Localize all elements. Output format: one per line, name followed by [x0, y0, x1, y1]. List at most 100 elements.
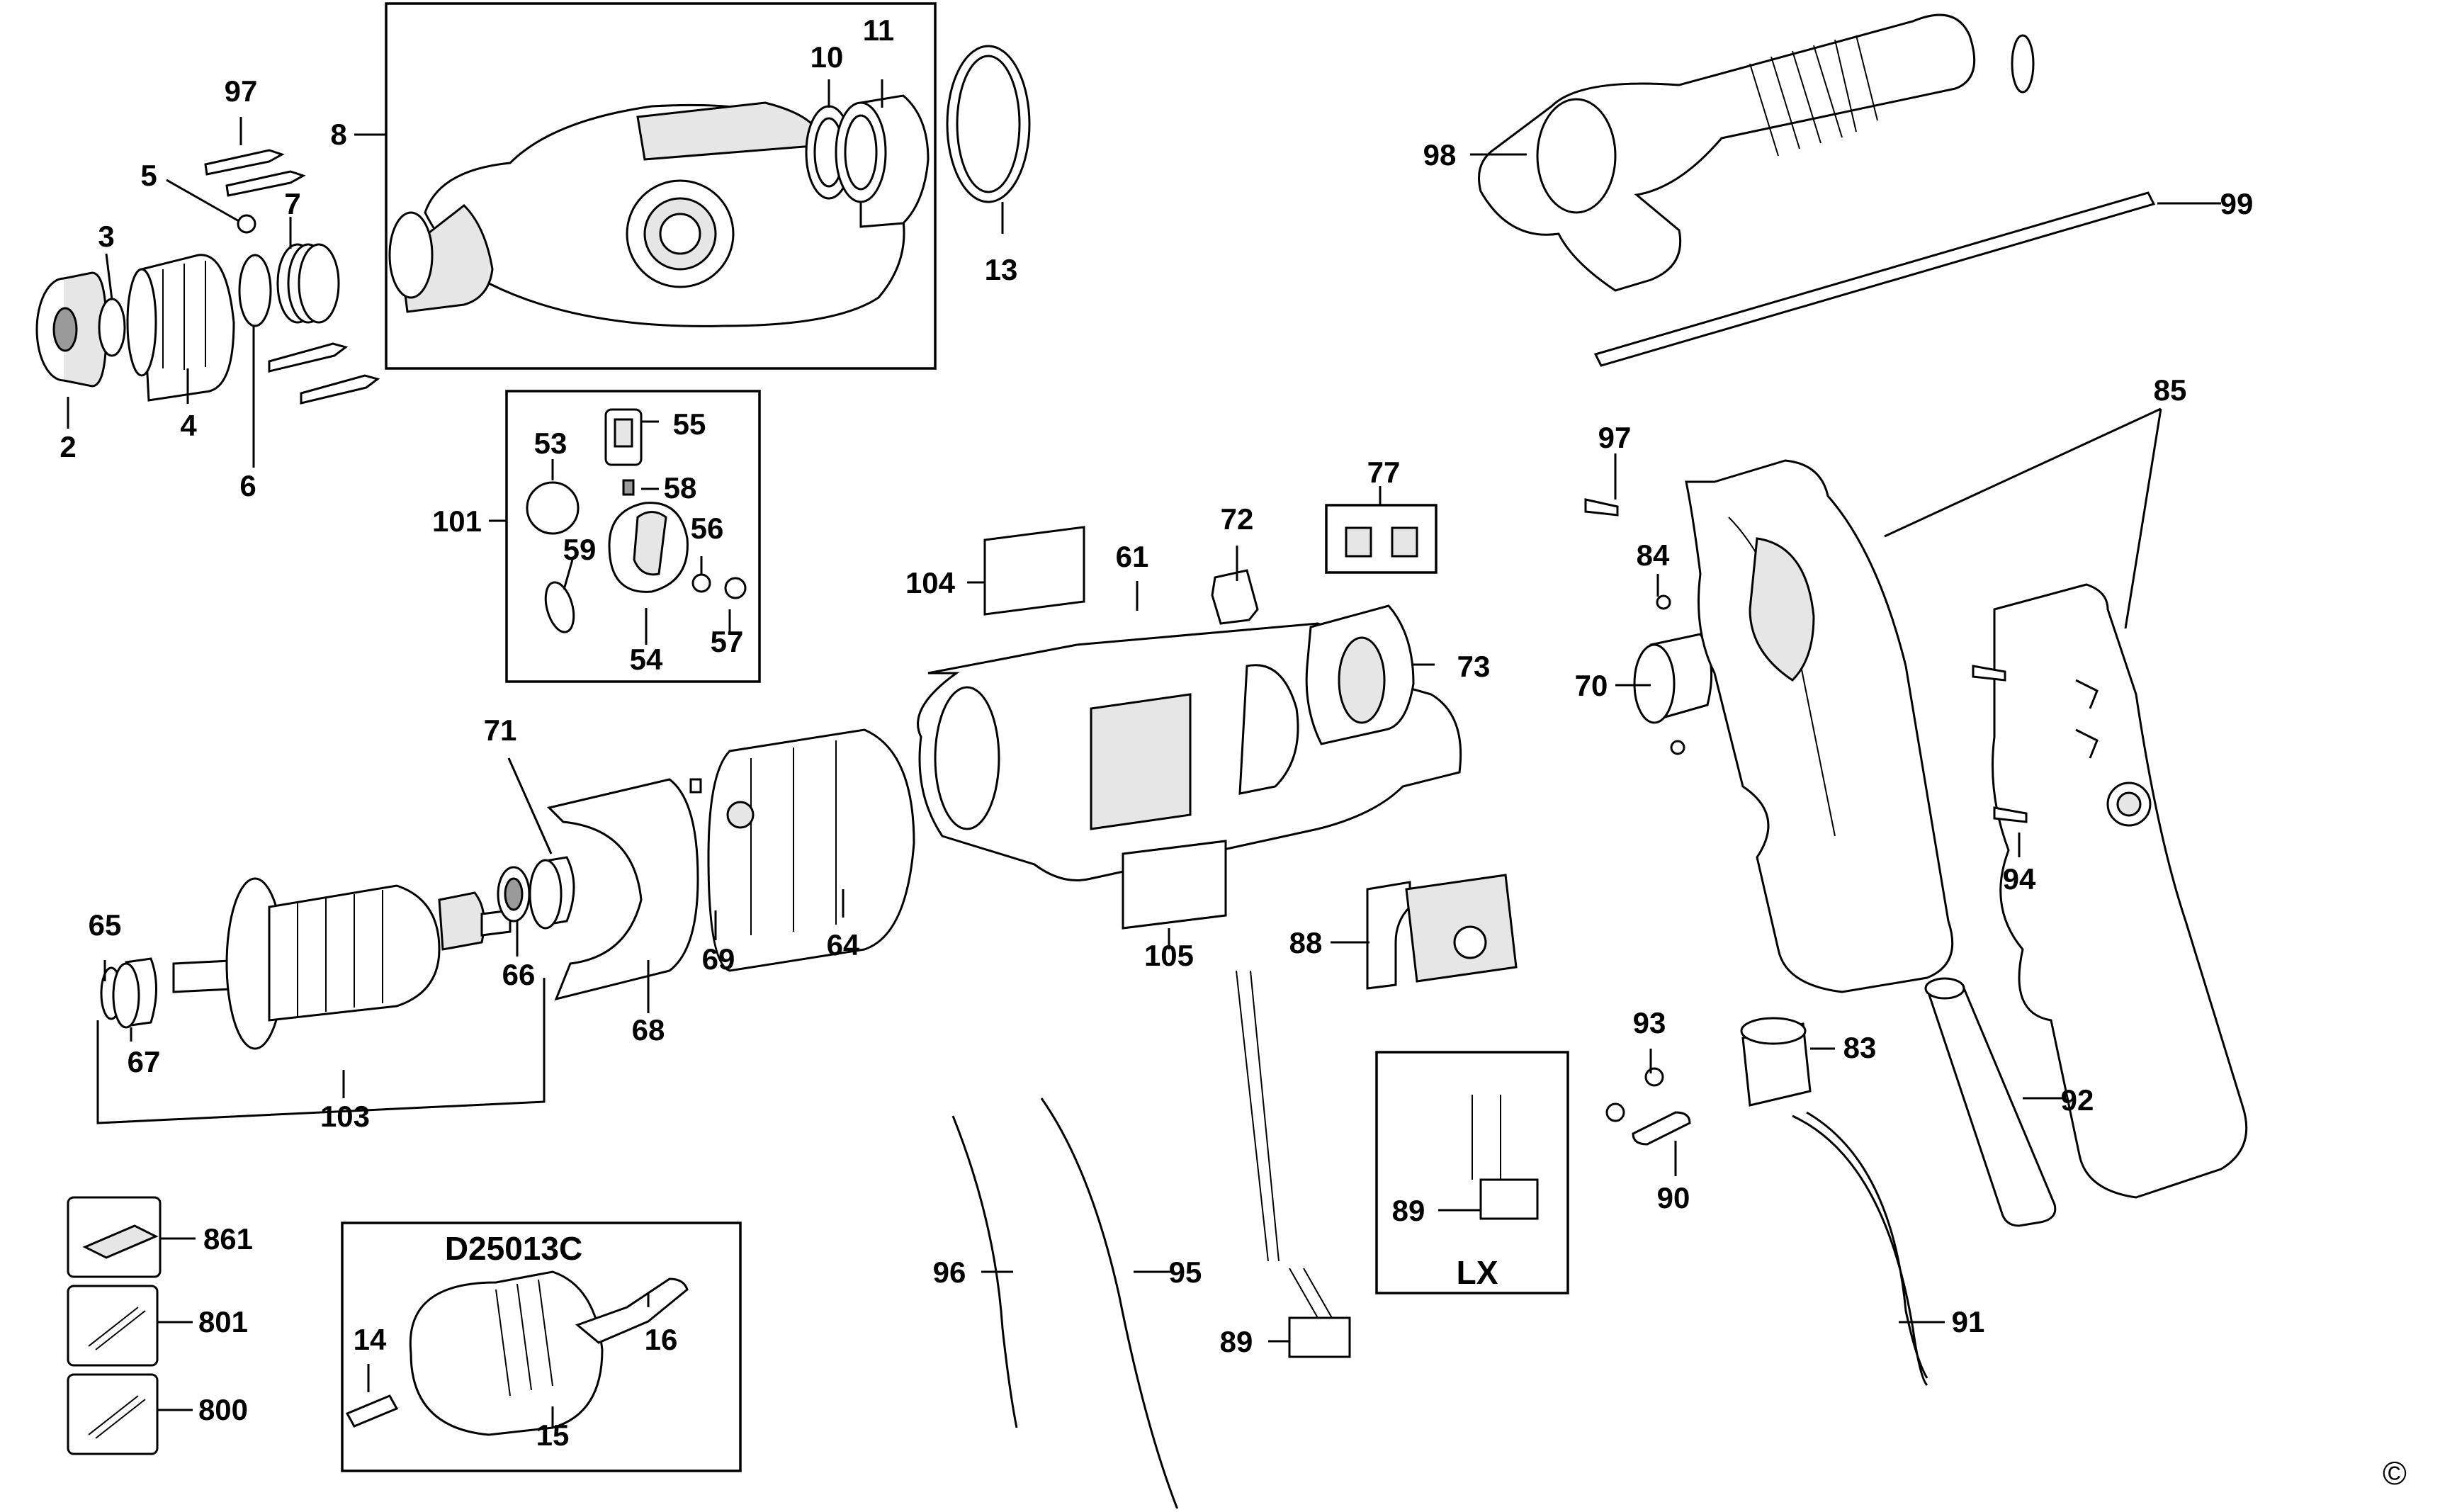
field-64: [707, 728, 915, 972]
cord-guard-92: [1924, 977, 2057, 1227]
ring-71: [529, 856, 575, 930]
label-7: 7: [284, 187, 300, 220]
handle-housing-85-right: [1992, 583, 2248, 1199]
label-104: [983, 526, 1085, 616]
front-parts-group: [35, 149, 380, 405]
screw-97-top: [204, 149, 306, 197]
label-70: 70: [1575, 669, 1608, 702]
label-11: 11: [863, 13, 894, 47]
gear-housing-8: [388, 101, 905, 327]
label-3: 3: [98, 220, 114, 253]
label-54: 54: [630, 643, 663, 676]
box-switch-group: [505, 390, 761, 683]
label-72: 72: [1221, 502, 1254, 536]
armature-group: [96, 856, 575, 1124]
lead-95: [1040, 1098, 1180, 1512]
label-801: 801: [198, 1305, 248, 1338]
leader-lines: [67, 79, 2221, 1428]
kit-800: [67, 1373, 159, 1455]
brush-77-a: [1345, 526, 1372, 558]
capacitor-89-lx: [1472, 1095, 1539, 1220]
power-cord-91: [1792, 1111, 1928, 1387]
label-89: 89: [1220, 1325, 1253, 1358]
label-85: 85: [2154, 373, 2187, 407]
box-lx: [1375, 1051, 1569, 1294]
screw-57: [724, 577, 747, 599]
label-93: 93: [1633, 1006, 1666, 1039]
label-56: 56: [691, 512, 724, 545]
box-chuck-kit: [341, 1222, 742, 1472]
switch-88: [1366, 874, 1518, 990]
label-97-rear: 97: [1598, 421, 1632, 454]
seal-59: [544, 581, 575, 633]
label-16: 16: [645, 1323, 678, 1356]
brush-holder-73: [1305, 604, 1415, 745]
label-73: 73: [1457, 650, 1491, 683]
label-lx: LX: [1457, 1254, 1498, 1291]
screw-97-rear: [1584, 498, 1619, 517]
label-14: 14: [354, 1323, 387, 1356]
label-66: 66: [502, 958, 536, 991]
selector-54: [608, 502, 689, 593]
label-65: 65: [89, 908, 122, 942]
label-103: 103: [320, 1100, 370, 1133]
label-105: 105: [1144, 939, 1194, 972]
label-89-lx: 89: [1392, 1194, 1425, 1227]
label-53: 53: [534, 427, 567, 460]
bearing-66: [497, 866, 531, 923]
label-58: 58: [664, 471, 697, 504]
screw-14: [345, 1394, 399, 1428]
label-95: 95: [1169, 1256, 1202, 1289]
label-91: 91: [1952, 1305, 1985, 1338]
screw-94-top: [1972, 665, 2006, 682]
label-64: 64: [827, 928, 860, 961]
label-2: 2: [60, 430, 76, 463]
bearing-67: [112, 957, 157, 1029]
chuck-15: [409, 1270, 604, 1436]
label-800: 800: [198, 1393, 248, 1426]
spring-58: [622, 479, 635, 496]
sleeve-11: [835, 94, 930, 228]
label-84: 84: [1637, 538, 1670, 572]
fan-baffle-68: [547, 778, 699, 1001]
label-10: 10: [810, 40, 844, 74]
spring-7: [276, 243, 340, 324]
label-99: 99: [2220, 187, 2254, 220]
box-brushes: [1325, 504, 1438, 574]
label-71: 71: [484, 713, 517, 747]
screw-84: [1656, 594, 1671, 610]
o-ring-13: [946, 45, 1031, 203]
cap-2: [35, 271, 108, 388]
label-101: 101: [432, 504, 482, 538]
pin-69-top: [689, 778, 702, 794]
adaptor-16: [575, 1277, 689, 1344]
label-98: 98: [1423, 138, 1457, 171]
label-90: 90: [1657, 1181, 1690, 1214]
knob-55: [604, 408, 643, 466]
screw-93-b: [1605, 1102, 1625, 1122]
callout-labels: 97 5 3 7 2 4 6 8 10 11 13 98 99 53 55 58…: [60, 13, 2253, 1452]
collar-4: [126, 254, 235, 402]
box-gear-housing: [385, 2, 937, 370]
ferrite-83: [1740, 1017, 1812, 1107]
label-15: 15: [536, 1418, 570, 1452]
label-69: 69: [702, 942, 735, 976]
screw-93: [1644, 1067, 1664, 1087]
label-5: 5: [140, 159, 157, 192]
lead-96: [951, 1115, 1018, 1428]
copyright-mark: ©: [2383, 1455, 2407, 1491]
label-94: 94: [2003, 862, 2036, 896]
capacitor-89: [1236, 970, 1351, 1358]
label-13: 13: [985, 253, 1018, 286]
screws-lower: [268, 342, 380, 405]
label-57: 57: [711, 625, 744, 658]
ball-5: [237, 214, 256, 234]
label-97: 97: [225, 74, 258, 108]
label-d25013c: D25013C: [445, 1230, 582, 1267]
label-4: 4: [180, 409, 197, 442]
label-104: 104: [905, 566, 956, 599]
label-55: 55: [673, 407, 706, 441]
clamp-90: [1632, 1111, 1691, 1146]
ring-3: [98, 298, 126, 357]
